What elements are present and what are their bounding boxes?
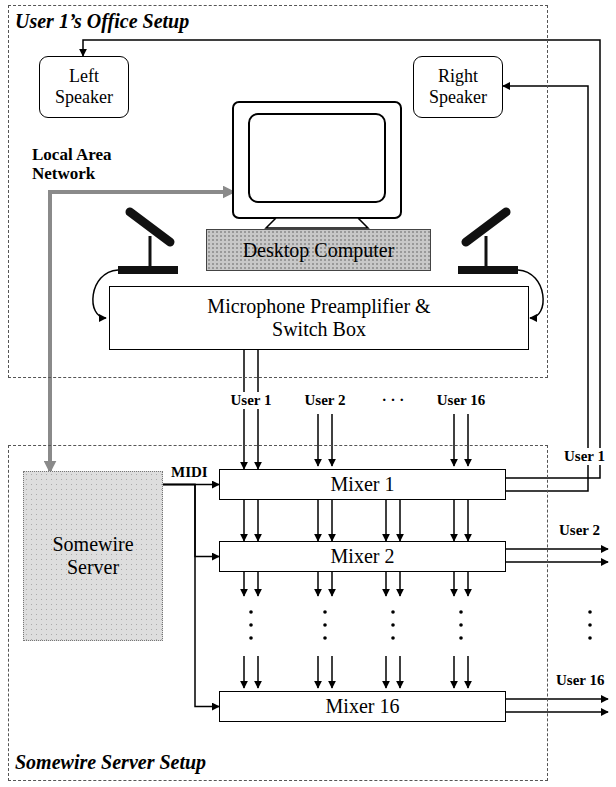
signal-wire [399,500,401,541]
signal-wire [163,485,219,557]
node-label: Right Speaker [423,66,493,107]
preamp-box: Microphone Preamplifier & Switch Box [109,286,529,350]
mixer-box: Mixer 2 [219,541,506,572]
monitor-illustration [206,101,431,229]
signal-label: User 16 [435,392,487,409]
node-label: Desktop Computer [243,239,395,262]
office-region: User 1’s Office SetupLeft Speaker Right S… [8,5,548,378]
ellipsis-label: · · · [380,392,407,409]
signal-wire [243,350,245,469]
node-label: Microphone Preamplifier & Switch Box [199,295,439,341]
node-label: Somewire Server [38,533,148,579]
signal-wire [467,500,469,541]
input-wires [318,414,468,466]
signal-wire [163,485,219,707]
server-region: Somewire Server SetupSomewire ServerMixe… [8,445,548,781]
desktop-computer: Desktop Computer [206,101,431,271]
signal-wire [453,500,455,541]
cascade-wires [244,571,468,688]
node-label: Mixer 2 [331,545,395,568]
computer-case: Desktop Computer [206,229,431,271]
ellipsis-dots [249,610,592,640]
signal-label: User 1 [562,448,607,465]
edge-label: MIDI [169,464,210,481]
speaker-box: Left Speaker [39,56,129,118]
signal-wire [83,40,600,478]
node-label: Left Speaker [49,66,119,107]
signal-wire [243,500,245,541]
signal-wire [257,350,259,469]
signal-label: User 16 [554,672,606,689]
signal-wire [317,500,319,541]
edge-label: User 1 [229,392,274,409]
signal-wire [257,500,259,541]
signal-wire [385,500,387,541]
region-title: Somewire Server Setup [15,751,206,774]
node-label: Mixer 16 [326,695,400,718]
region-title: User 1’s Office Setup [15,10,189,33]
speaker-box: Right Speaker [413,56,503,118]
server-box: Somewire Server [23,471,163,641]
signal-wire [331,500,333,541]
signal-label: User 2 [557,522,602,539]
node-label: Mixer 1 [331,473,395,496]
network-label: Local Area Network [30,146,134,183]
mixer-box: Mixer 1 [219,469,506,500]
signal-label: User 2 [303,392,348,409]
mixer-box: Mixer 16 [219,691,506,722]
output-wires [505,549,608,712]
